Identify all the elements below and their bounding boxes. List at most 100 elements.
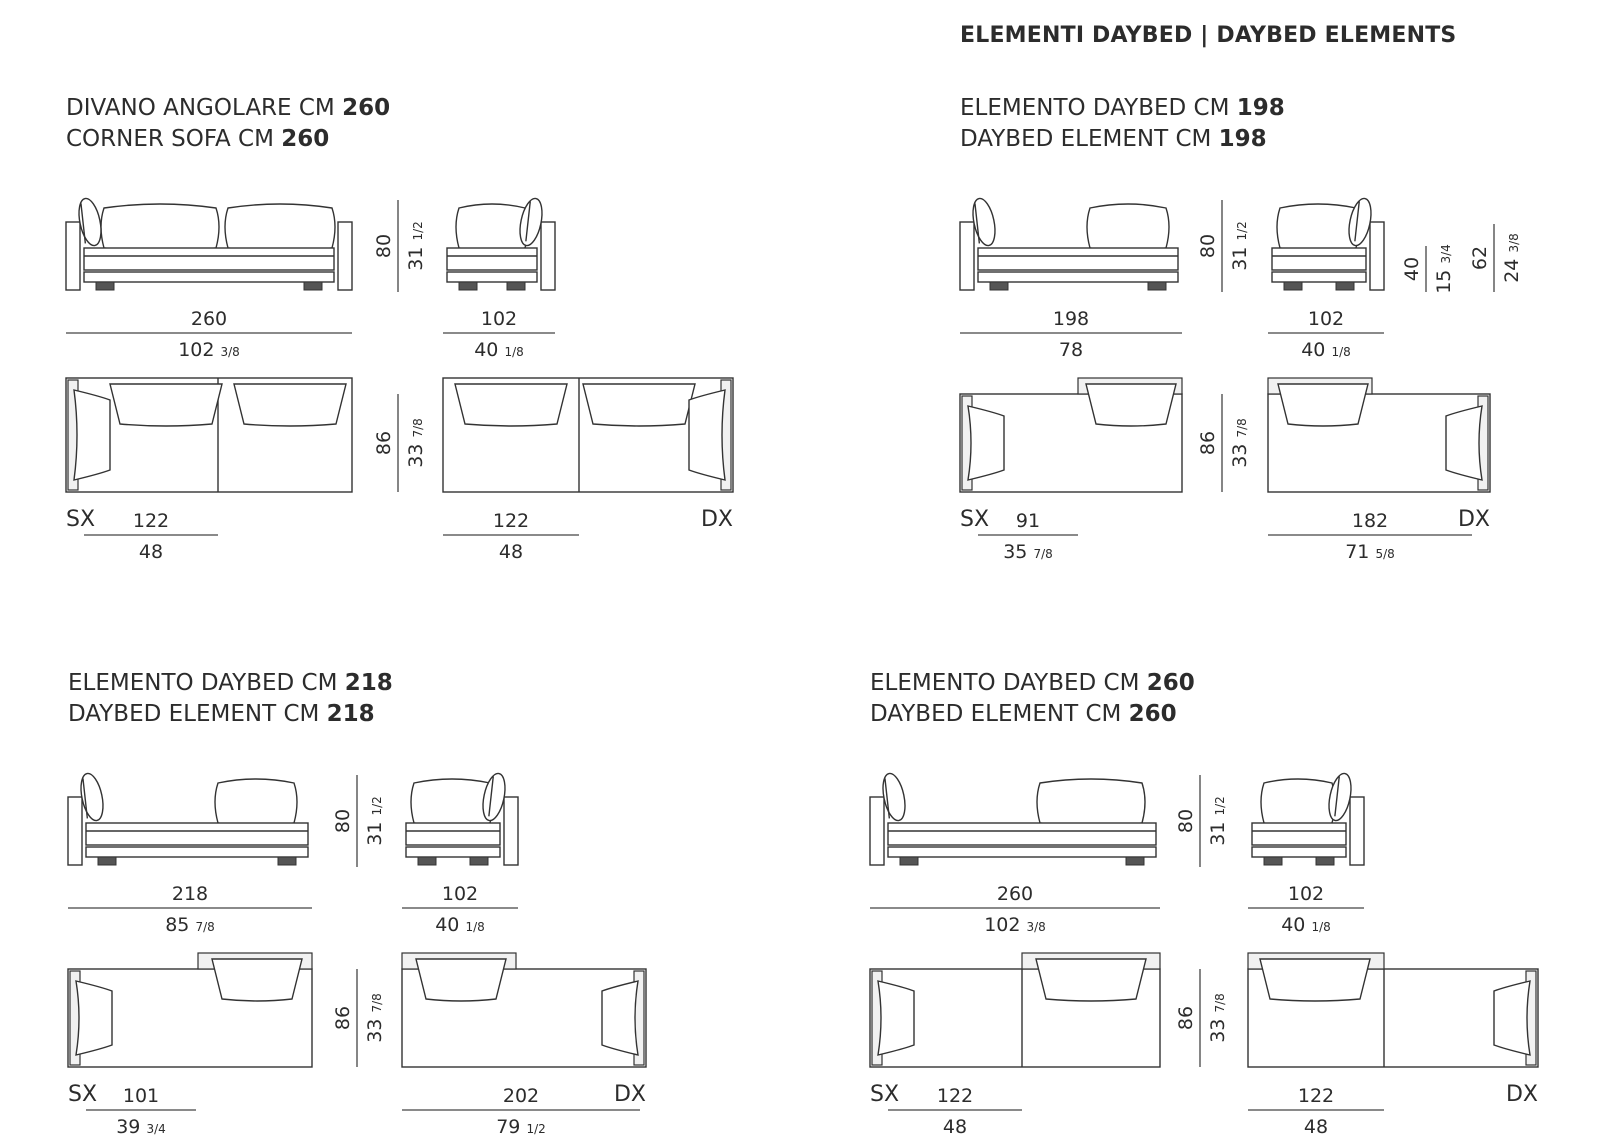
side-width-dimension-cm-value: 102 <box>1308 308 1344 330</box>
front-view-base <box>887 846 1157 858</box>
front-width-dimension-in-frac: 3/8 <box>221 345 240 359</box>
side-width-dimension-cm: 102 <box>1288 883 1324 905</box>
plan-left-top-pillow-0 <box>1035 958 1147 1002</box>
plan-right-top-pillow-1 <box>582 383 696 427</box>
front-view-side-pillow-left-seam <box>884 778 891 819</box>
front-width-dimension-cm: 260 <box>191 308 227 330</box>
plan-right-side-pillow-right <box>1445 405 1483 481</box>
depth-dimension-in-value: 33 <box>364 1019 386 1043</box>
plan-right-side-pillow-right <box>601 980 639 1056</box>
plan-left-top-pillow-1 <box>233 383 347 427</box>
height-dimension-in-frac: 1/2 <box>1213 796 1227 815</box>
front-width-dimension-cm-value: 198 <box>1053 308 1089 330</box>
depth-dimension-in: 33 7/8 <box>405 418 427 468</box>
plan-right-side-pillow-right <box>1493 980 1531 1056</box>
panel-title-it-size: 218 <box>345 670 393 696</box>
arm-height-dimension-in-value: 24 <box>1501 259 1523 283</box>
front-view-side-pillow-left-seam <box>80 203 87 244</box>
front-width-dimension-cm: 218 <box>172 883 208 905</box>
front-view-foot-right <box>1125 856 1145 866</box>
side-width-dimension-cm: 102 <box>481 308 517 330</box>
height-dimension-in-value: 31 <box>364 822 386 846</box>
seat-height-dimension-in-frac: 3/4 <box>1439 244 1453 263</box>
right-width-dimension-in-frac: 1/2 <box>526 1122 545 1136</box>
plan-right-side-pillow-right <box>688 389 726 481</box>
side-module-view-back-cushion-0 <box>1260 778 1336 827</box>
right-width-dimension-cm-value: 202 <box>503 1085 539 1107</box>
plan-left-top-pillow-0 <box>211 958 303 1002</box>
plan-left-top-pillow-0 <box>109 383 223 427</box>
right-label-text: DX <box>1506 1082 1538 1107</box>
side-module-view-back-cushion-0 <box>1276 203 1360 252</box>
left-width-dimension-in-value: 35 <box>1003 541 1027 563</box>
left-width-dimension-in-frac: 7/8 <box>1033 547 1052 561</box>
panel-title-it-text: ELEMENTO DAYBED CM <box>960 95 1237 121</box>
depth-dimension-in-value: 33 <box>1229 444 1251 468</box>
front-width-dimension-in-frac: 3/8 <box>1027 920 1046 934</box>
height-dimension-in: 31 1/2 <box>405 221 427 271</box>
front-width-dimension-cm: 198 <box>1053 308 1089 330</box>
front-view-back-cushion-0 <box>1086 203 1170 252</box>
plan-left-side-pillow-left <box>967 405 1005 481</box>
plan-left-side-pillow-left <box>73 389 111 481</box>
front-view-base <box>85 846 309 858</box>
panel-title-en-text: DAYBED ELEMENT CM <box>68 701 327 727</box>
right-width-dimension-in: 48 <box>1304 1116 1328 1138</box>
side-module-view-side-pillow-right <box>1328 772 1352 822</box>
front-width-dimension-in-frac: 7/8 <box>195 920 214 934</box>
plan-left-side-pillow-left <box>877 980 915 1056</box>
front-width-dimension-in: 102 3/8 <box>178 339 240 361</box>
right-width-dimension-cm-value: 122 <box>1298 1085 1334 1107</box>
side-width-dimension-in-value: 40 <box>474 339 498 361</box>
height-dimension-in: 31 1/2 <box>364 796 386 846</box>
front-view-arm-left <box>65 221 81 291</box>
left-width-dimension-in: 48 <box>943 1116 967 1138</box>
depth-dimension-in-value: 33 <box>405 444 427 468</box>
front-width-dimension-cm-value: 218 <box>172 883 208 905</box>
front-view-foot-right <box>277 856 297 866</box>
right-label: DX <box>614 1082 646 1107</box>
front-width-dimension-cm-value: 260 <box>191 308 227 330</box>
depth-dimension-cm: 86 <box>373 431 395 455</box>
side-module-view-seat <box>1271 247 1367 271</box>
panel-title-it-size: 198 <box>1237 95 1285 121</box>
side-module-view-seat <box>446 247 538 271</box>
left-width-dimension-in-frac: 3/4 <box>146 1122 165 1136</box>
side-width-dimension-in-frac: 1/8 <box>465 920 484 934</box>
side-module-view-seat <box>1251 822 1347 846</box>
front-view-side-pillow-left-seam <box>974 203 981 244</box>
left-width-dimension-cm-value: 91 <box>1016 510 1040 532</box>
side-module-view-arm-right <box>503 796 519 866</box>
height-dimension-cm: 80 <box>332 809 354 833</box>
plan-right-top-pillow-0 <box>1277 383 1369 427</box>
right-width-dimension-cm: 122 <box>493 510 529 532</box>
side-width-dimension-in-value: 40 <box>1301 339 1325 361</box>
left-label-text: SX <box>960 507 989 532</box>
side-module-view-side-pillow-right-seam <box>525 201 531 242</box>
front-view-arm-left <box>959 221 975 291</box>
left-width-dimension-in: 48 <box>139 541 163 563</box>
depth-dimension-in-frac: 7/8 <box>411 418 425 437</box>
left-width-dimension-cm: 122 <box>133 510 169 532</box>
side-module-view-arm-right <box>1349 796 1365 866</box>
side-width-dimension-cm-value: 102 <box>442 883 478 905</box>
side-module-view-foot-left <box>417 856 437 866</box>
side-module-view-side-pillow-right <box>519 197 543 247</box>
right-width-dimension-cm: 122 <box>1298 1085 1334 1107</box>
side-module-view-back-cushion-0 <box>455 203 529 252</box>
seat-height-dimension-cm-value: 40 <box>1401 257 1423 281</box>
right-label-text: DX <box>614 1082 646 1107</box>
side-module-view-base <box>405 846 501 858</box>
side-module-view-foot-right <box>506 281 526 291</box>
front-view-seat <box>977 247 1179 271</box>
height-dimension-in-value: 31 <box>1207 822 1229 846</box>
panel-title-en: DAYBED ELEMENT CM 260 <box>870 701 1177 727</box>
side-width-dimension-in-frac: 1/8 <box>504 345 523 359</box>
side-width-dimension-in-frac: 1/8 <box>1331 345 1350 359</box>
front-width-dimension-in-value: 85 <box>165 914 189 936</box>
left-label-text: SX <box>68 1082 97 1107</box>
left-width-dimension-in-value: 48 <box>943 1116 967 1138</box>
front-view-foot-left <box>899 856 919 866</box>
